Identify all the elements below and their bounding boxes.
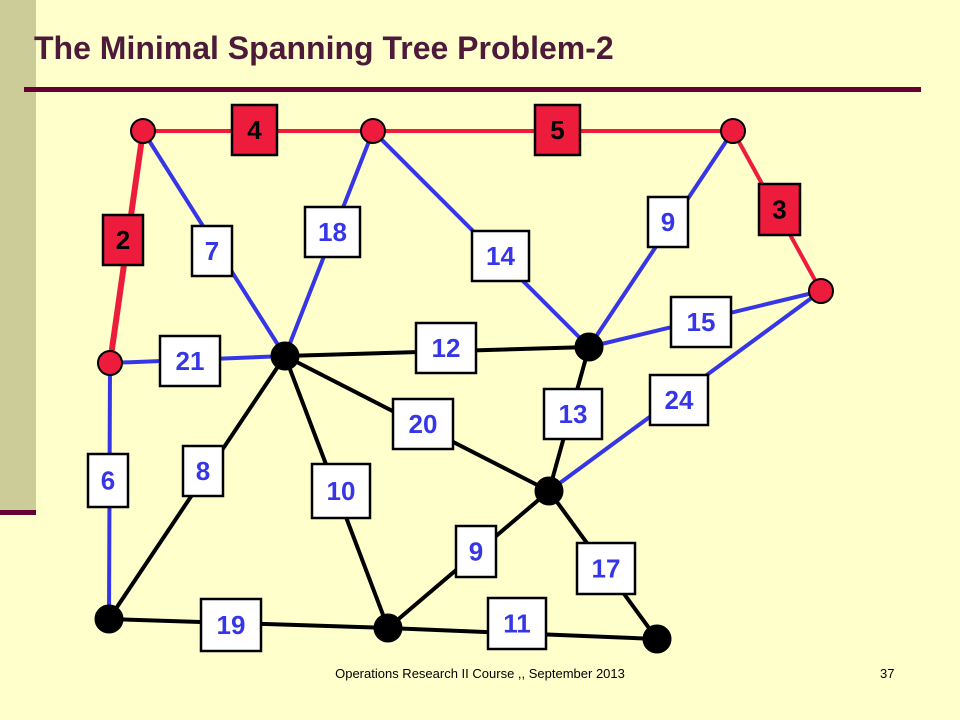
node-d [808, 278, 834, 304]
weight-labels-layer: 4 5 2 3 7 18 14 9 15 24 21 6 12 20 13 8 10 19 9 17 11 [86, 103, 802, 653]
weight-label-a-f: 7 [190, 224, 234, 278]
weight-label-text: 6 [101, 466, 115, 496]
weight-label-text: 7 [205, 236, 219, 266]
weight-label-box [391, 397, 455, 451]
weight-label-f-h: 20 [391, 397, 455, 451]
weight-label-e-i: 6 [86, 452, 130, 509]
nodes-layer [94, 118, 834, 654]
weight-label-text: 9 [661, 207, 675, 237]
weight-label-text: 11 [503, 609, 531, 639]
weight-label-f-g: 12 [414, 321, 478, 375]
weight-label-text: 8 [196, 456, 210, 486]
weight-label-text: 20 [409, 409, 438, 439]
slide-title: The Minimal Spanning Tree Problem-2 [34, 30, 614, 66]
weight-label-box [757, 182, 802, 237]
node-e [97, 350, 123, 376]
weight-label-f-i: 8 [181, 444, 225, 498]
weight-label-d-g: 15 [669, 295, 733, 349]
node-j [373, 613, 403, 643]
weight-label-a-b: 4 [230, 103, 279, 157]
weight-label-e-f: 21 [158, 334, 222, 388]
weight-label-text: 9 [469, 537, 483, 567]
weight-label-b-g: 14 [470, 229, 531, 283]
weight-label-j-h: 9 [454, 524, 498, 579]
weight-label-box [542, 387, 604, 441]
weight-label-text: 24 [665, 385, 694, 415]
node-i [94, 604, 124, 634]
weight-label-text: 17 [592, 554, 621, 584]
weight-label-text: 18 [318, 217, 347, 247]
weight-label-box [486, 596, 548, 651]
weight-label-box [575, 541, 637, 596]
weight-label-box [181, 444, 225, 498]
weight-label-box [454, 524, 498, 579]
weight-label-b-c: 5 [533, 103, 582, 157]
weight-label-box [230, 103, 279, 157]
node-b [360, 118, 386, 144]
weight-label-text: 10 [327, 476, 356, 506]
node-c [720, 118, 746, 144]
weight-label-box [414, 321, 478, 375]
weight-label-text: 13 [559, 399, 588, 429]
weight-label-box [101, 213, 145, 267]
weight-label-text: 5 [550, 115, 564, 145]
slide-sidebar [0, 0, 36, 510]
weight-label-text: 4 [247, 115, 262, 145]
title-underline [24, 87, 921, 92]
weight-label-g-h: 13 [542, 387, 604, 441]
node-k [642, 624, 672, 654]
weight-label-c-d: 3 [757, 182, 802, 237]
weight-label-box [199, 597, 263, 653]
weight-label-b-f: 18 [303, 205, 362, 259]
sidebar-accent [0, 510, 36, 515]
weight-label-text: 19 [217, 610, 246, 640]
weight-label-box [303, 205, 362, 259]
weight-label-text: 3 [772, 195, 786, 225]
weight-label-box [648, 373, 710, 427]
weight-label-box [86, 452, 130, 509]
weight-label-a-e: 2 [101, 213, 145, 267]
weight-label-box [533, 103, 582, 157]
weight-label-text: 15 [687, 307, 716, 337]
weight-label-d-h: 24 [648, 373, 710, 427]
weight-label-box [310, 462, 372, 520]
weight-label-text: 21 [176, 346, 205, 376]
weight-label-text: 2 [116, 225, 130, 255]
page-number: 37 [880, 666, 895, 681]
weight-label-box [470, 229, 531, 283]
weight-label-i-j: 19 [199, 597, 263, 653]
weight-label-c-g: 9 [646, 195, 690, 249]
weight-label-box [669, 295, 733, 349]
node-h [534, 476, 564, 506]
weight-label-box [190, 224, 234, 278]
node-a [130, 118, 156, 144]
weight-label-text: 14 [486, 241, 515, 271]
weight-label-box [158, 334, 222, 388]
weight-label-f-j: 10 [310, 462, 372, 520]
weight-label-j-k: 11 [486, 596, 548, 651]
node-g [574, 332, 604, 362]
weight-label-text: 12 [432, 333, 461, 363]
slide-footer: Operations Research II Course ,, Septemb… [335, 666, 625, 681]
node-f [270, 341, 300, 371]
weight-label-box [646, 195, 690, 249]
weight-label-h-k: 17 [575, 541, 637, 596]
